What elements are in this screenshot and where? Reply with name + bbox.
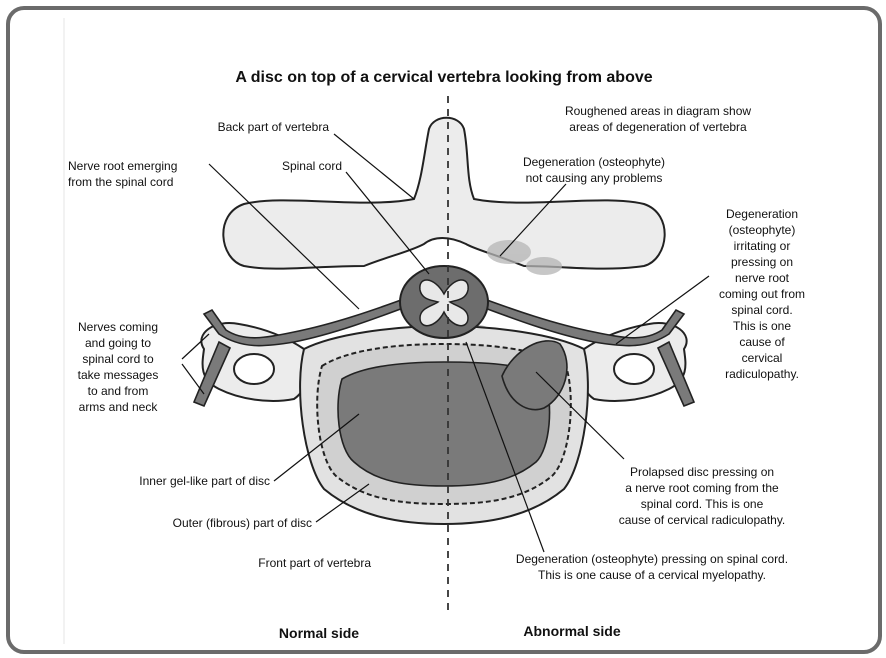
label-degen-spinal-cord-line2: This is one cause of a cervical myelopat…: [538, 568, 766, 582]
diagram-frame: A disc on top of a cervical vertebra loo…: [6, 6, 882, 654]
label-nerves-line2: and going to: [85, 336, 151, 350]
right-foramen: [614, 354, 654, 384]
label-degen-irritating-line10: cervical: [742, 351, 783, 365]
label-degen-irritating-line5: nerve root: [735, 271, 790, 285]
label-degen-no-problem-line1: Degeneration (osteophyte): [523, 155, 665, 169]
label-prolapsed-line2: a nerve root coming from the: [625, 481, 779, 495]
left-foramen: [234, 354, 274, 384]
cervical-vertebra-diagram: A disc on top of a cervical vertebra loo…: [10, 10, 878, 650]
label-degen-irritating-line9: cause of: [739, 335, 785, 349]
label-degen-irritating-line11: radiculopathy.: [725, 367, 799, 381]
label-degen-irritating-line6: coming out from: [719, 287, 805, 301]
label-nerve-root-line2: from the spinal cord: [68, 175, 173, 189]
label-nerve-root-line1: Nerve root emerging: [68, 159, 177, 173]
label-front-part-of-vertebra: Front part of vertebra: [258, 556, 371, 570]
label-nerves-line5: to and from: [88, 384, 149, 398]
label-degen-spinal-cord-line1: Degeneration (osteophyte) pressing on sp…: [516, 552, 788, 566]
label-degen-irritating-line7: spinal cord.: [731, 303, 792, 317]
label-back-part-of-vertebra: Back part of vertebra: [218, 120, 330, 134]
label-degen-irritating: Degeneration (osteophyte) irritating or …: [719, 207, 805, 381]
label-nerves-line6: arms and neck: [79, 400, 159, 414]
abnormal-side-caption: Abnormal side: [523, 623, 620, 639]
label-degen-irritating-line3: irritating or: [734, 239, 791, 253]
label-roughened-line1: Roughened areas in diagram show: [565, 104, 751, 118]
label-degen-irritating-line4: pressing on: [731, 255, 793, 269]
label-prolapsed-line3: spinal cord. This is one: [641, 497, 764, 511]
label-outer-fibrous: Outer (fibrous) part of disc: [173, 516, 312, 530]
label-degen-irritating-line1: Degeneration: [726, 207, 798, 221]
diagram-title: A disc on top of a cervical vertebra loo…: [235, 69, 652, 86]
normal-side-caption: Normal side: [279, 625, 359, 641]
label-degen-irritating-line8: This is one: [733, 319, 791, 333]
label-degen-irritating-line2: (osteophyte): [729, 223, 796, 237]
label-spinal-cord: Spinal cord: [282, 159, 342, 173]
label-prolapsed-line1: Prolapsed disc pressing on: [630, 465, 774, 479]
label-inner-gel: Inner gel-like part of disc: [139, 474, 270, 488]
label-roughened-line2: areas of degeneration of vertebra: [569, 120, 747, 134]
label-nerves-line4: take messages: [78, 368, 159, 382]
label-prolapsed-line4: cause of cervical radiculopathy.: [619, 513, 786, 527]
label-degen-no-problem-line2: not causing any problems: [526, 171, 663, 185]
back-part-of-vertebra: [223, 118, 664, 269]
label-nerves-line1: Nerves coming: [78, 320, 158, 334]
label-nerves-line3: spinal cord to: [82, 352, 154, 366]
